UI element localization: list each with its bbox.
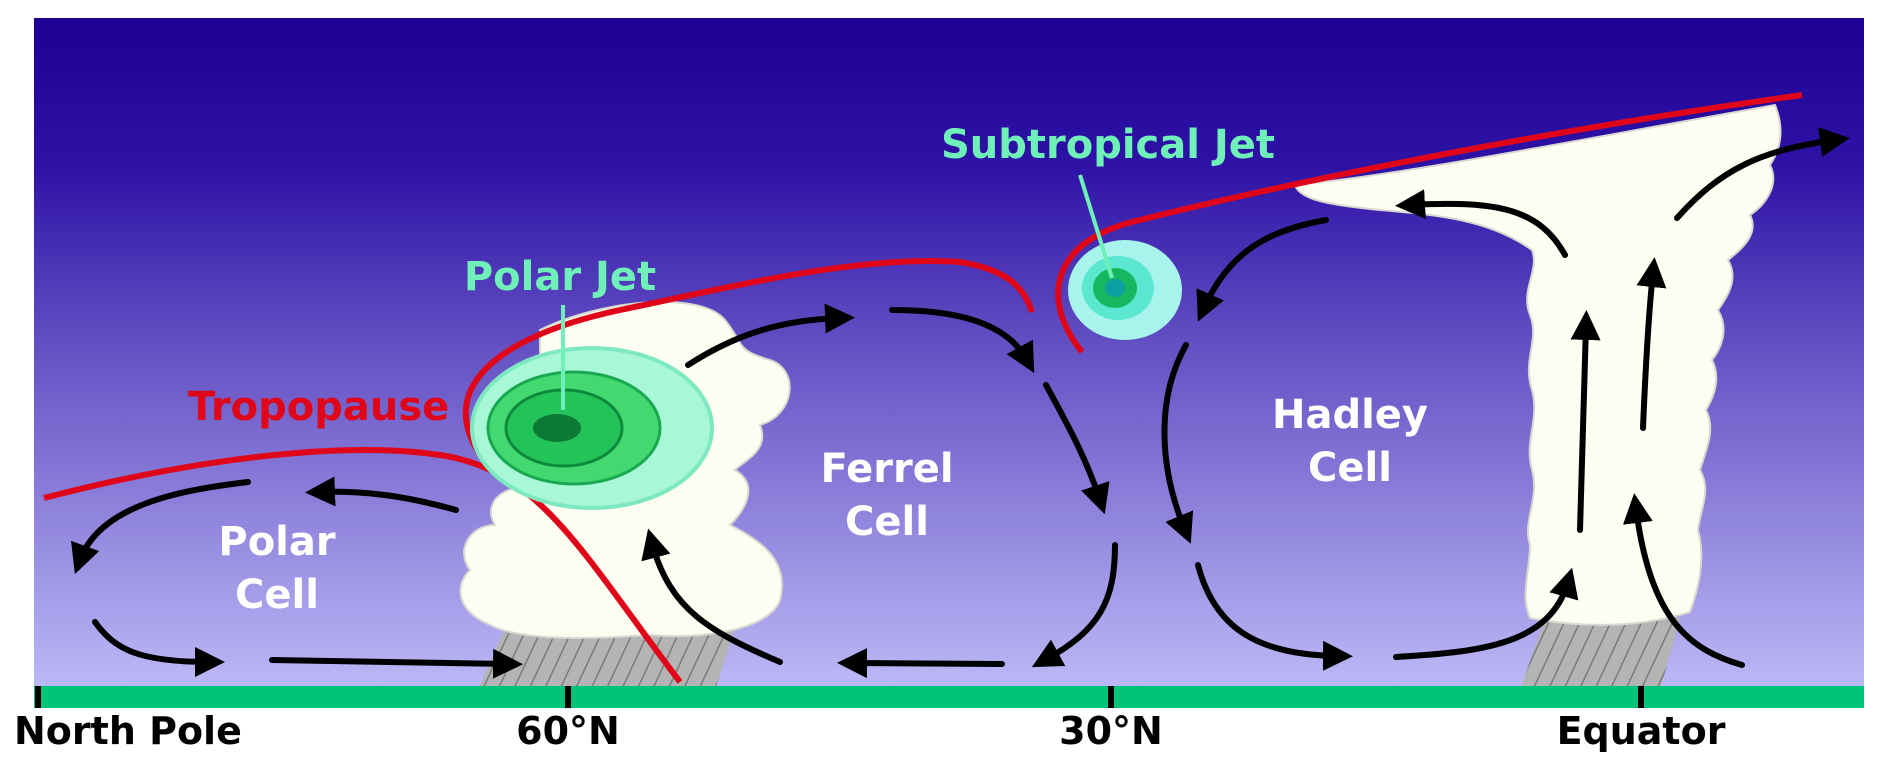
ferrel-cell-arrow-bottom — [837, 648, 1005, 679]
hadley-cell-arrow-bottom — [1393, 567, 1579, 660]
polar-cell-label-2: Cell — [235, 572, 319, 618]
hadley-cell-arrow-descend — [1161, 342, 1194, 544]
equator-updraft-right — [1636, 257, 1667, 431]
ferrel-cell-arrow-top-left — [685, 303, 855, 368]
equator-cloud — [1293, 103, 1782, 626]
polar-jet — [470, 305, 714, 510]
axis-label-equator: Equator — [1557, 709, 1726, 753]
equator-rain — [1520, 618, 1680, 690]
polar-cell-arrow-top — [305, 476, 459, 513]
subtropical-jet — [1068, 174, 1182, 340]
hadley-cell-arrow-top — [1196, 217, 1329, 322]
tropopause-tropical — [1055, 92, 1803, 354]
ground-bar — [34, 686, 1864, 708]
hadley-cell-arrow-bottom-curve — [1195, 562, 1353, 671]
ferrel-cell-arrow-descend — [1043, 382, 1110, 515]
equator-updraft-low — [1622, 493, 1745, 668]
hadley-cell-label: Hadley — [1272, 392, 1428, 438]
polar-cell-arrow-bottom — [269, 648, 523, 679]
hadley-cell-label-2: Cell — [1308, 445, 1392, 491]
tropopause-label: Tropopause — [188, 384, 449, 430]
tropopause-midlatitude — [462, 257, 1035, 472]
tropopause-polar — [43, 447, 683, 684]
ferrel-cell-arrow-top-right — [889, 307, 1035, 374]
axis-ticks — [35, 686, 1644, 708]
axis-label-north-pole: North Pole — [14, 709, 242, 753]
subtropical-jet-label: Subtropical Jet — [941, 122, 1275, 168]
polar-jet-label: Polar Jet — [464, 254, 656, 300]
ferrel-cell-label-2: Cell — [845, 499, 929, 545]
polar-cell-arrow-down — [71, 479, 251, 575]
equator-outflow-right — [1674, 127, 1850, 221]
axis-label-60n: 60°N — [516, 709, 620, 753]
polar-cell-label: Polar — [218, 519, 336, 565]
ferrel-cell-arrow-down-curve — [1031, 542, 1118, 668]
ferrel-cell-label: Ferrel — [820, 446, 953, 492]
polar-cell-arrow-bottom-curve — [92, 619, 225, 677]
equator-outflow-left — [1395, 189, 1568, 258]
ferrel-cell-arrow-up — [641, 528, 783, 665]
axis-label-30n: 30°N — [1059, 709, 1163, 753]
circulation-arrows — [71, 127, 1850, 679]
equator-updraft-left — [1570, 310, 1601, 533]
